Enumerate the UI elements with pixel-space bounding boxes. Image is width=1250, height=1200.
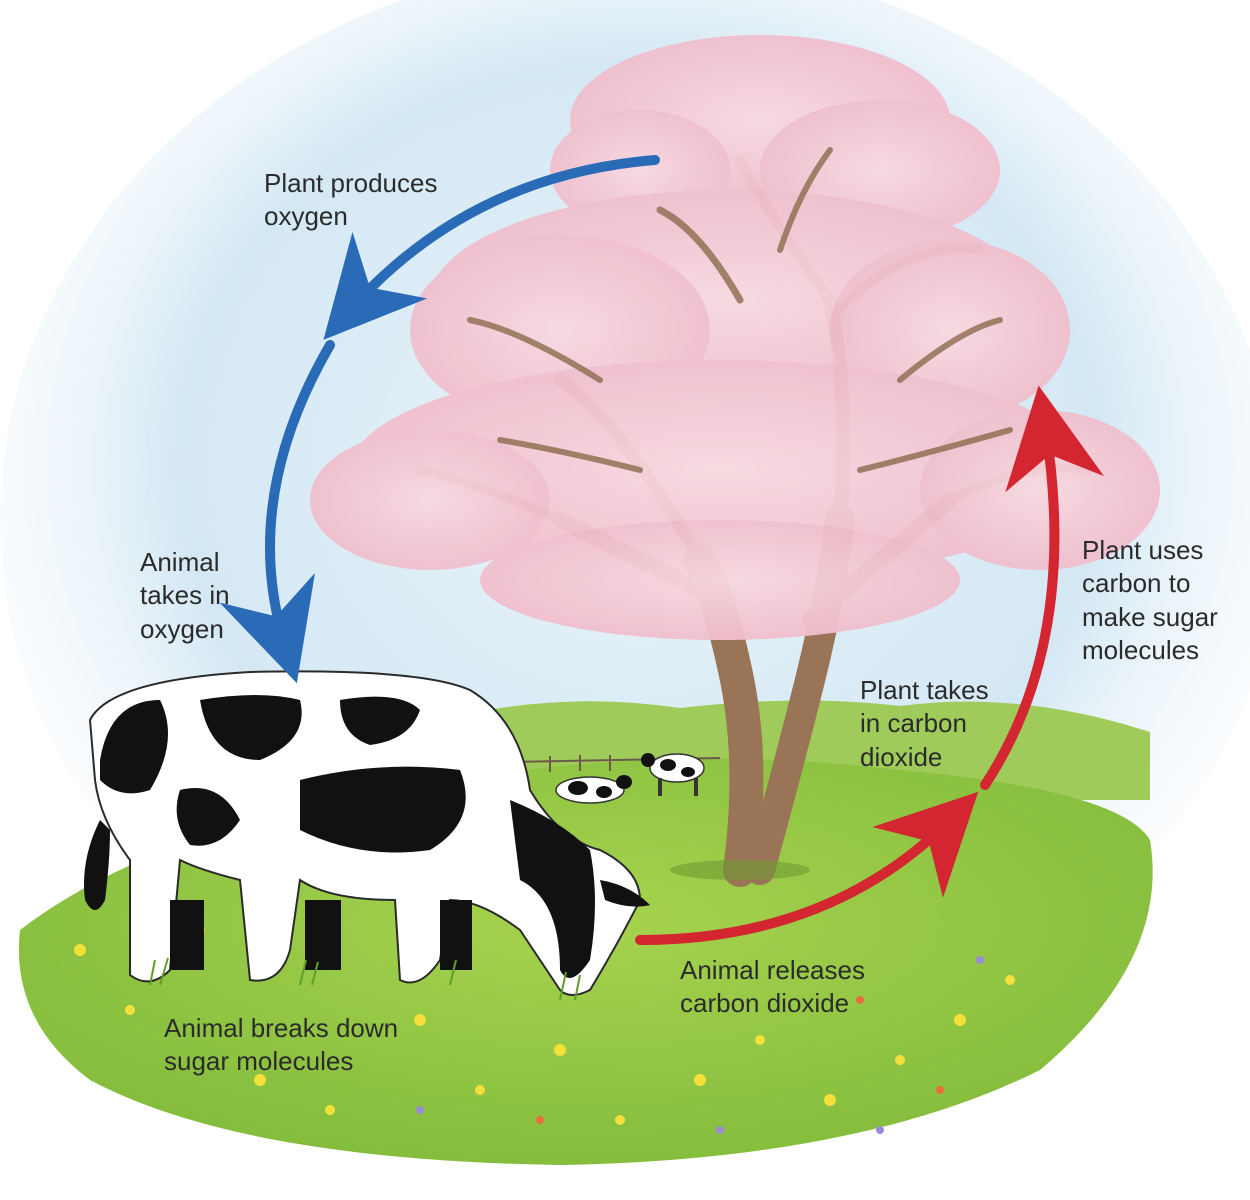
label-animal-breaks-down-sugar: Animal breaks down sugar molecules — [164, 1012, 398, 1079]
label-line: Animal — [140, 547, 220, 577]
co2-arrow-from-animal — [635, 791, 979, 945]
tree-visible-branches — [467, 147, 1013, 473]
label-line: make sugar — [1082, 601, 1218, 632]
label-line: carbon to — [1082, 568, 1191, 599]
label-line: dioxide — [860, 741, 943, 772]
label-line: oxygen — [140, 613, 224, 644]
label-line: oxygen — [264, 201, 348, 232]
grazing-cow — [84, 670, 650, 996]
tree-base-shadow — [670, 860, 810, 880]
background-cow-standing — [641, 753, 705, 796]
oxygen-arrow-to-animal — [219, 340, 335, 684]
grass-tufts — [149, 957, 581, 1001]
label-line: Plant takes — [860, 675, 989, 705]
label-line: carbon dioxide — [680, 988, 850, 1019]
label-plant-uses-carbon: Plant uses carbon to make sugar molecule… — [1082, 534, 1218, 667]
label-line: Plant uses — [1082, 535, 1204, 565]
label-line: molecules — [1082, 634, 1200, 665]
label-line: takes in — [140, 580, 230, 611]
co2-arrow-to-plant — [980, 385, 1104, 790]
label-line: Animal releases — [680, 955, 865, 985]
label-plant-takes-in-carbon-dioxide: Plant takes in carbon dioxide — [860, 674, 989, 774]
background-cow-lying — [555, 775, 632, 804]
label-line: in carbon — [860, 708, 967, 739]
label-animal-takes-in-oxygen: Animal takes in oxygen — [140, 546, 230, 646]
label-animal-releases-carbon-dioxide: Animal releases carbon dioxide — [680, 954, 865, 1021]
tree-blossom-canopy — [310, 35, 1160, 640]
oxygen-arrow-from-plant — [323, 155, 660, 340]
label-line: Plant produces — [264, 168, 438, 198]
label-plant-produces-oxygen: Plant produces oxygen — [264, 167, 437, 234]
label-line: sugar molecules — [164, 1046, 354, 1077]
label-line: Animal breaks down — [164, 1013, 399, 1043]
